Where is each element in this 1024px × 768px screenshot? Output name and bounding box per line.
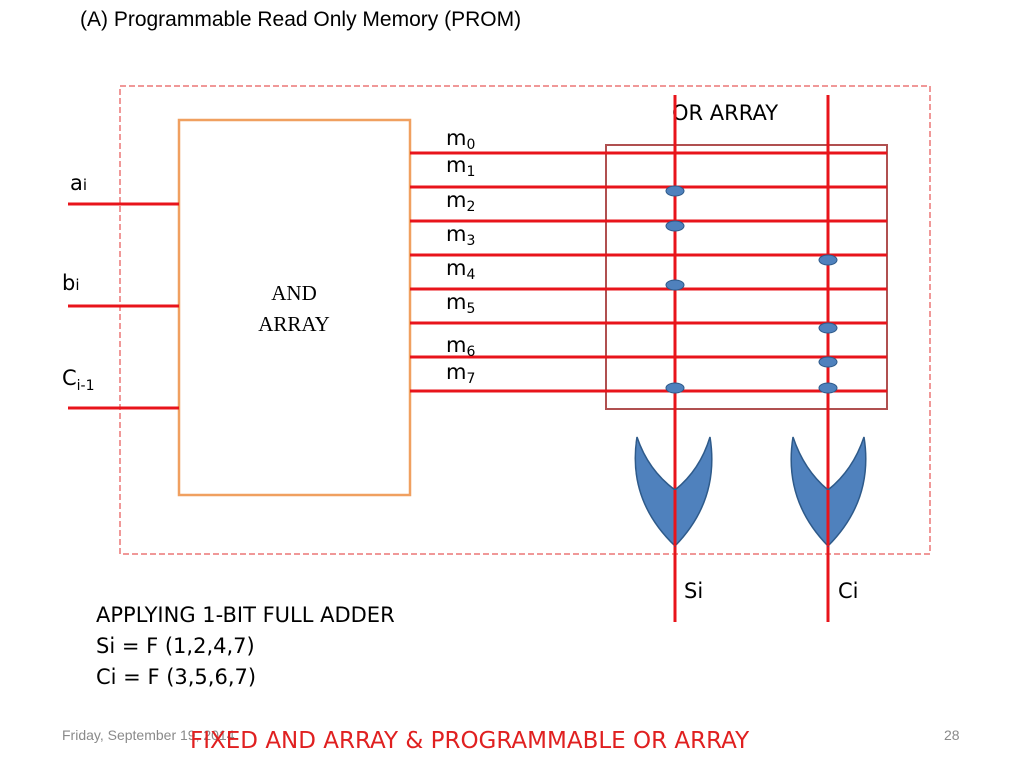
minterm-label-m6: m6 — [446, 333, 475, 360]
input-label-c: Ci-1 — [62, 366, 95, 394]
fuse-ci-m5 — [818, 322, 838, 334]
fuse-si-m7 — [665, 382, 685, 394]
fuse-si-m2 — [665, 220, 685, 232]
equation-block: APPLYING 1-BIT FULL ADDER Si = F (1,2,4,… — [96, 600, 395, 693]
footer-date: Friday, September 19, 2014 — [62, 727, 235, 743]
minterm-lines — [410, 151, 887, 393]
and-array-label-line2: ARRAY — [258, 312, 330, 336]
input-label-b: bi — [62, 271, 80, 295]
page-number: 28 — [944, 727, 960, 743]
equation-si: Si = F (1,2,4,7) — [96, 634, 255, 658]
fuse-ci-m3 — [818, 254, 838, 266]
minterm-label-m7: m7 — [446, 360, 475, 387]
fuse-ci-m7 — [818, 382, 838, 394]
minterm-label-m1: m1 — [446, 153, 475, 180]
output-label-ci: Ci — [838, 579, 859, 603]
prom-frame — [119, 85, 931, 555]
or-array-label: OR ARRAY — [672, 101, 778, 125]
fuse-si-m1 — [665, 185, 685, 197]
fuse-ci-m6 — [818, 356, 838, 368]
or-array-box — [605, 144, 888, 410]
minterm-label-m2: m2 — [446, 188, 475, 215]
minterm-label-m3: m3 — [446, 222, 475, 249]
input-label-a: ai — [70, 171, 87, 195]
minterm-label-m4: m4 — [446, 256, 475, 283]
equation-heading: APPLYING 1-BIT FULL ADDER — [96, 603, 395, 627]
and-array-box — [177, 118, 412, 497]
output-label-si: Si — [684, 579, 703, 603]
fuse-si-m4 — [665, 279, 685, 291]
slide-title: (A) Programmable Read Only Memory (PROM) — [80, 8, 522, 31]
and-array-label-line1: AND — [271, 281, 317, 305]
minterm-label-m5: m5 — [446, 290, 475, 317]
footer-caption: FIXED AND ARRAY & PROGRAMMABLE OR ARRAY — [190, 728, 750, 754]
minterm-label-m0: m0 — [446, 126, 475, 153]
equation-ci: Ci = F (3,5,6,7) — [96, 665, 257, 689]
